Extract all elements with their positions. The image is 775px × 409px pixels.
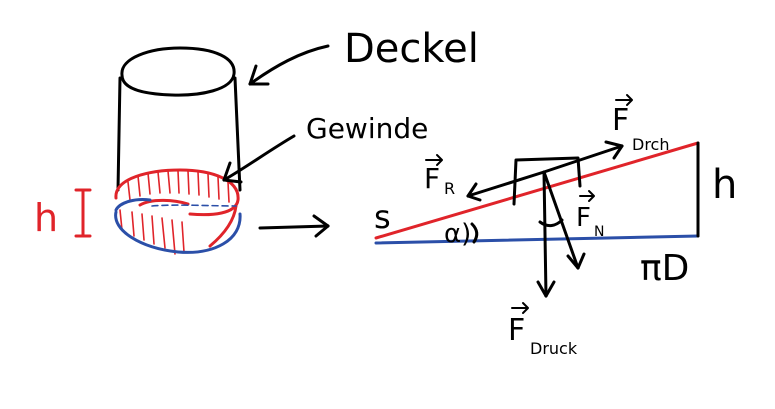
- svg-text:Druck: Druck: [530, 339, 578, 358]
- svg-text:R: R: [444, 179, 455, 198]
- force-torque-arrow: [542, 140, 624, 174]
- label-pressure-force: F Druck: [508, 302, 578, 358]
- lid-arrow: [248, 44, 330, 86]
- cylinder-left-side: [116, 76, 122, 192]
- thread-label: Gewinde: [306, 112, 428, 145]
- svg-text:F: F: [508, 313, 525, 348]
- transition-arrow: [258, 214, 330, 238]
- label-torque-force: F Drch: [612, 94, 669, 154]
- svg-text:Drch: Drch: [632, 135, 669, 154]
- angle-label: α): [444, 219, 471, 249]
- incline-base-line: [374, 234, 700, 245]
- height-marker-left: [74, 188, 92, 238]
- slope-start-label: s: [374, 198, 391, 236]
- thread-blue-base: [114, 198, 242, 254]
- svg-text:F: F: [612, 103, 629, 138]
- force-pressure-arrow: [536, 170, 556, 298]
- incline-slope-line: [374, 141, 700, 240]
- angle-arc: [470, 222, 479, 244]
- label-friction-force: F R: [424, 154, 455, 198]
- svg-text:F: F: [576, 203, 591, 233]
- height-label-right: h: [712, 162, 737, 208]
- svg-text:F: F: [424, 162, 440, 195]
- lid-top-ellipse: [120, 46, 236, 97]
- thread-arrow: [222, 134, 296, 184]
- normal-angle-arc: [538, 218, 564, 228]
- circumference-label: πD: [640, 248, 689, 289]
- svg-text:N: N: [594, 224, 604, 240]
- height-label-left: h: [34, 196, 58, 240]
- label-normal-force: F N: [576, 190, 604, 240]
- force-friction-arrow: [466, 170, 546, 202]
- thread-red-helix: [114, 168, 240, 255]
- lid-label: Deckel: [344, 26, 479, 72]
